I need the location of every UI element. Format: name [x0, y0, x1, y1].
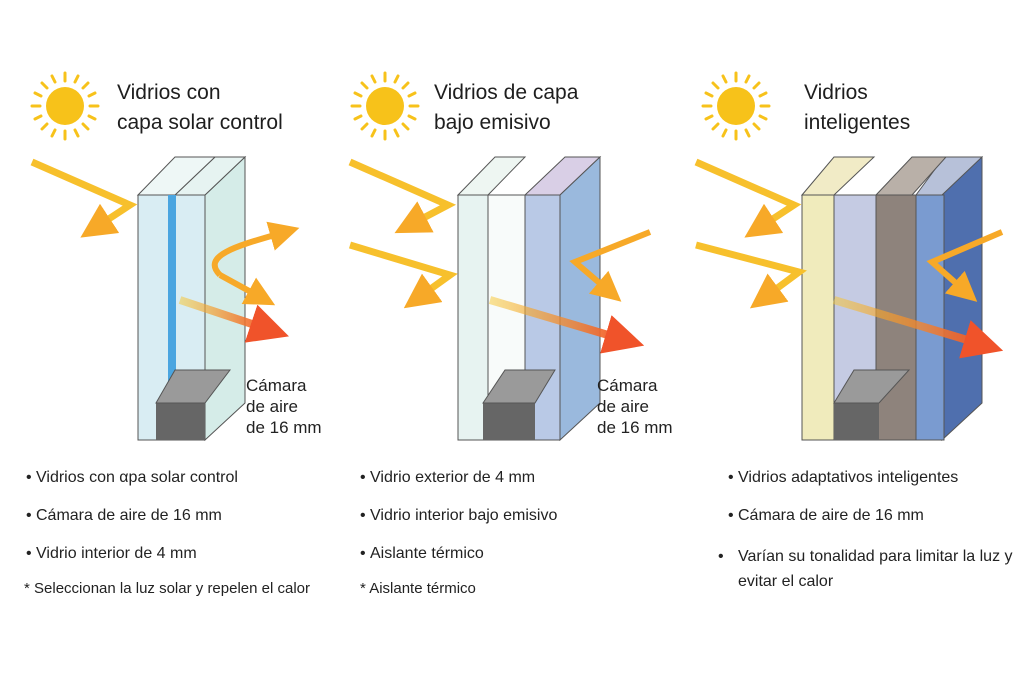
sun-icon [701, 71, 771, 141]
list-item: •Cámara de aire de 16 mm [728, 507, 924, 524]
list-item: •Aislante térmico [360, 545, 484, 562]
list-item: •Vidrio interior de 4 mm [26, 545, 197, 562]
list-item: •Varían su tonalidad para limitar la luz… [718, 548, 1013, 590]
footnote: * Aislante térmico [360, 580, 476, 597]
list-item: •Cámara de aire de 16 mm [26, 507, 222, 524]
sun-icon [30, 71, 100, 141]
glass-unit-icon [348, 71, 652, 442]
feature-list: •Vidrios adaptativos inteligentes •Cámar… [718, 468, 1018, 594]
glass-unit-icon [694, 71, 1004, 442]
glass-unit-icon [30, 71, 300, 442]
sun-icon [350, 71, 420, 141]
feature-list: •Vidrio exterior de 4 mm •Vidrio interio… [360, 468, 557, 582]
list-item: •Vidrios adaptativos inteligentes [728, 469, 959, 486]
list-item: •Vidrio interior bajo emisivo [360, 507, 558, 524]
footnote: * Seleccionan la luz solar y repelen el … [24, 580, 310, 597]
list-item: •Vidrio exterior de 4 mm [360, 469, 536, 486]
feature-list: •Vidrios con αpa solar control •Cámara d… [26, 468, 238, 582]
list-item: •Vidrios con αpa solar control [26, 469, 238, 486]
